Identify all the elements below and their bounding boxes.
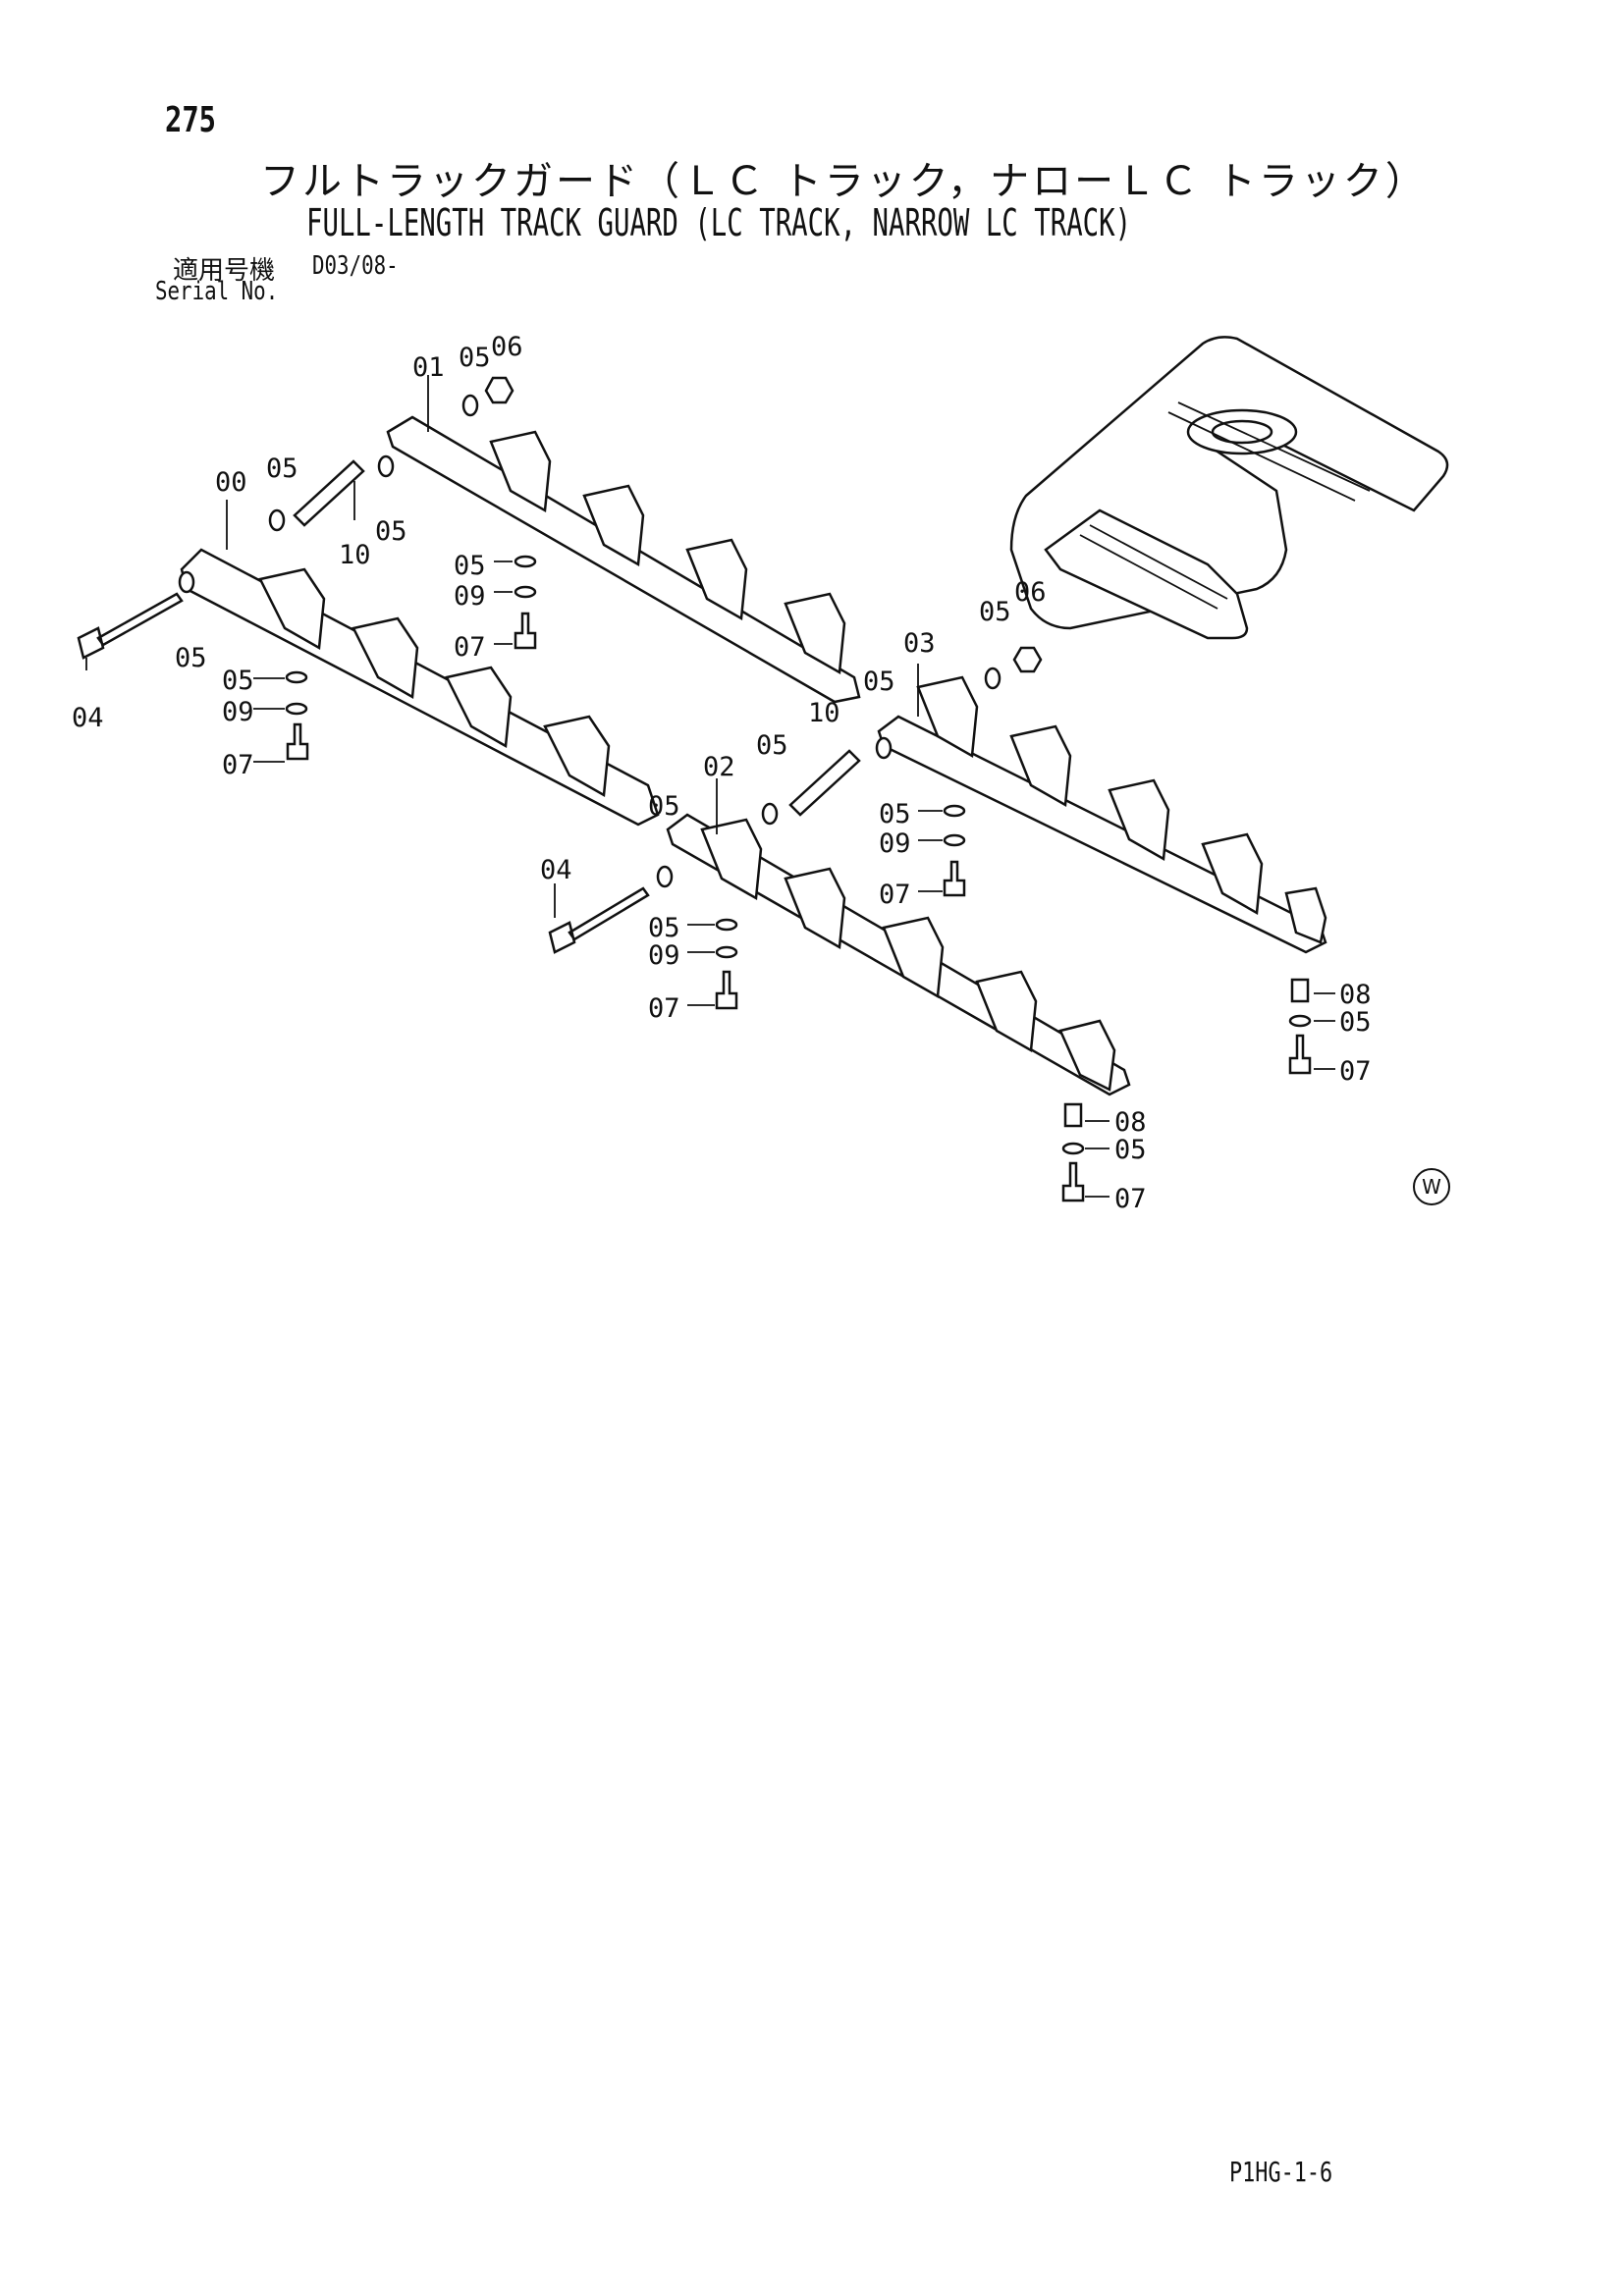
- callout-09: 09: [454, 581, 486, 612]
- callout-10: 10: [808, 698, 840, 728]
- page-code: P1HG-1-6: [1229, 2156, 1333, 2188]
- callout-04: 04: [540, 855, 572, 885]
- callout-06: 06: [491, 332, 523, 362]
- track-guard-03: [877, 675, 1327, 954]
- callout-09: 09: [222, 697, 254, 727]
- callout-07: 07: [222, 750, 254, 780]
- callout-07: 07: [454, 632, 486, 663]
- callout-01: 01: [412, 352, 445, 383]
- serial-label-japanese: 適用号機: [173, 256, 276, 286]
- callout-05: 05: [756, 730, 788, 761]
- callout-10: 10: [339, 540, 371, 570]
- callout-05: 05: [863, 667, 895, 697]
- page-number: 275: [165, 100, 217, 140]
- callout-08: 08: [1339, 980, 1372, 1010]
- serial-value: D03/08-: [312, 251, 399, 281]
- callout-05: 05: [1339, 1007, 1372, 1038]
- track-guard-02: [666, 813, 1131, 1096]
- pin-10-upper: [293, 459, 365, 527]
- callout-05: 05: [454, 551, 486, 581]
- callout-07: 07: [1339, 1056, 1372, 1087]
- pin-10-lower: [788, 749, 861, 817]
- title-english: FULL-LENGTH TRACK GUARD (LC TRACK, NARRO…: [306, 201, 1132, 244]
- undercarriage-overview-illustration: [1009, 336, 1449, 640]
- callout-02: 02: [703, 752, 735, 782]
- callout-07: 07: [879, 880, 911, 910]
- callout-09: 09: [648, 940, 680, 971]
- callout-leader-lines: [85, 375, 1335, 1198]
- callout-05: 05: [459, 343, 491, 373]
- callout-05: 05: [222, 666, 254, 696]
- track-guard-01: [386, 415, 861, 704]
- title-japanese: フルトラックガード（ＬＣ トラック，ナローＬＣ トラック）: [260, 159, 1428, 204]
- callout-05: 05: [648, 791, 680, 822]
- bolt-04-center: [548, 886, 650, 954]
- fastener-hardware: [178, 376, 1312, 1202]
- callout-07: 07: [1114, 1184, 1147, 1214]
- callout-05: 05: [879, 799, 911, 829]
- watermark-symbol: W: [1413, 1168, 1450, 1205]
- callout-05: 05: [648, 913, 680, 943]
- callout-05: 05: [266, 454, 298, 484]
- callout-09: 09: [879, 828, 911, 859]
- callout-07: 07: [648, 993, 680, 1024]
- callout-00: 00: [215, 467, 247, 498]
- callout-03: 03: [903, 628, 936, 659]
- callout-08: 08: [1114, 1107, 1147, 1138]
- callout-05: 05: [979, 597, 1011, 627]
- track-guard-00: [180, 548, 660, 827]
- callout-04: 04: [72, 703, 104, 733]
- callout-05: 05: [375, 516, 407, 547]
- serial-label-english: Serial No.: [155, 277, 279, 306]
- bolt-04-left: [77, 592, 184, 660]
- callout-05: 05: [175, 643, 207, 673]
- callout-05: 05: [1114, 1135, 1147, 1165]
- callout-06: 06: [1014, 577, 1047, 608]
